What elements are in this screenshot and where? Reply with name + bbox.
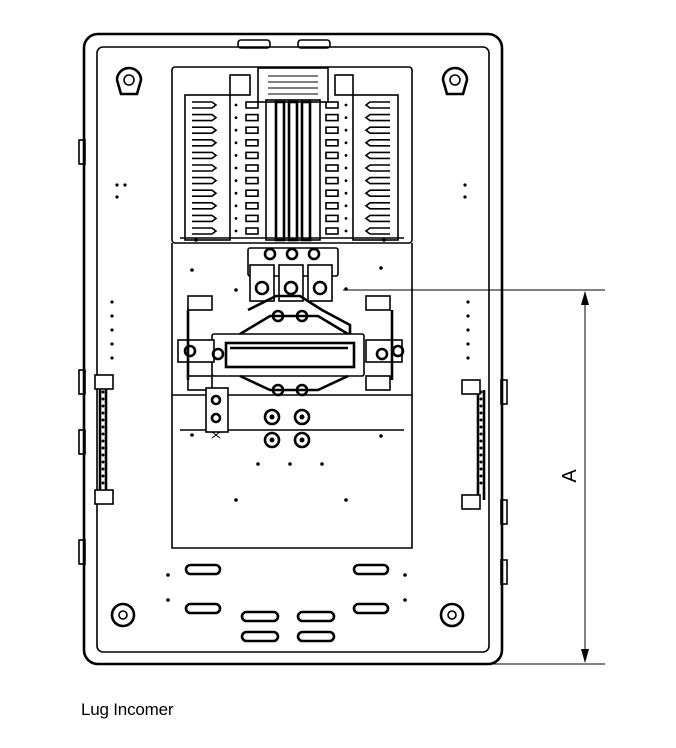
rivet-dots — [110, 183, 470, 360]
insulator-bracket — [211, 294, 365, 397]
side-brackets — [177, 295, 405, 439]
breaker-slots — [192, 101, 390, 235]
dimension-label: A — [559, 469, 581, 483]
mounting-holes — [110, 66, 469, 628]
bottom-knockouts — [184, 563, 390, 643]
side-rails — [94, 374, 486, 510]
gland-bolts — [263, 408, 311, 449]
enclosure-outline — [78, 32, 508, 666]
chassis-dots — [190, 238, 386, 502]
upper-chassis — [171, 66, 413, 244]
bottom-dots — [166, 573, 407, 602]
rail-ladder-dots — [101, 390, 483, 485]
arrowhead-bottom — [581, 649, 589, 663]
drawing-caption: Lug Incomer — [81, 700, 174, 719]
arrowhead-top — [581, 291, 589, 305]
main-busbar — [257, 67, 329, 242]
dimension-a: A — [343, 289, 605, 665]
lug-terminals — [247, 247, 339, 302]
